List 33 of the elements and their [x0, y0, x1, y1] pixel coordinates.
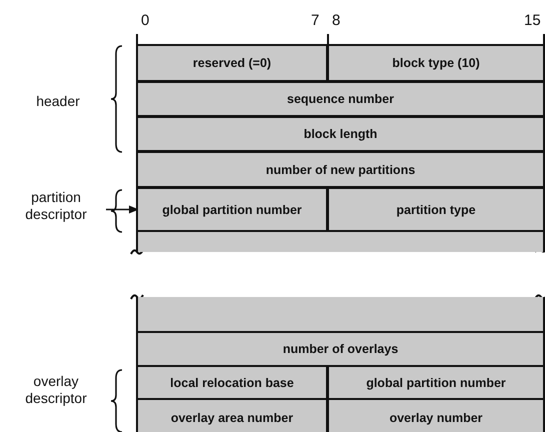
bit-number: 8: [332, 12, 340, 29]
record-field-break: [136, 230, 545, 252]
record-field: [136, 398, 328, 432]
record-field: [136, 187, 328, 232]
record-field: [327, 365, 545, 400]
record-field: [136, 365, 328, 400]
record-field: [136, 331, 545, 367]
field-label: local relocation base: [170, 376, 294, 390]
field-label: reserved (=0): [192, 56, 272, 70]
bit-number: 0: [141, 12, 150, 29]
field-label: block type (10): [392, 56, 480, 70]
record-field: [136, 151, 545, 188]
field-label: global partition number: [162, 202, 302, 216]
field-label: number of overlays: [282, 342, 398, 356]
field-label: global partition number: [366, 376, 506, 390]
field-label: sequence number: [287, 92, 394, 106]
record-field: [136, 116, 545, 152]
section-label: header: [35, 93, 81, 110]
record-field: [136, 81, 545, 117]
section-label: overlay descriptor: [24, 373, 88, 407]
field-label: partition type: [396, 202, 476, 216]
record-field: [136, 44, 328, 82]
field-label: block length: [304, 127, 378, 141]
bit-number: 7: [311, 12, 320, 29]
field-label: overlay area number: [170, 411, 294, 425]
section-label: partition descriptor: [8, 189, 104, 223]
record-field: [327, 398, 545, 432]
record-field: [327, 44, 545, 82]
bit-number: 15: [524, 12, 541, 29]
record-field-break: [136, 297, 545, 333]
field-label: overlay number: [389, 411, 483, 425]
record-field: [327, 187, 545, 232]
field-label: number of new partitions: [266, 162, 416, 176]
